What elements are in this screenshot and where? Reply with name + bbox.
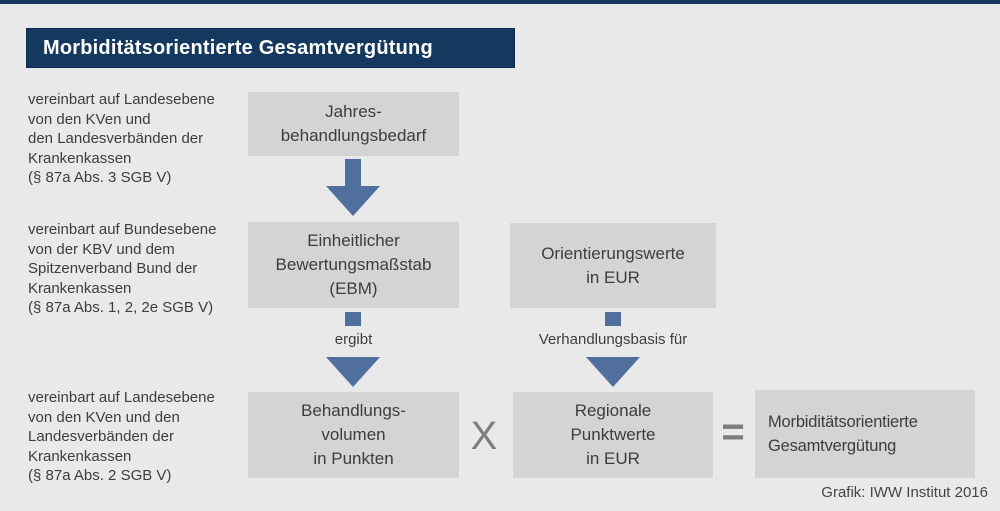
source-credit: Grafik: IWW Institut 2016 [821,484,988,501]
arrow-stub-icon [605,312,621,326]
equals-operator: = [721,410,745,454]
annotation-bundesebene-sgb1: vereinbart auf Bundesebene von der KBV u… [28,221,217,316]
page-title: Morbiditätsorientierte Gesamtvergütung [26,28,515,68]
arrow-head [326,357,380,387]
arrow-label-verhandlungsbasis: Verhandlungsbasis für [538,331,688,348]
arrow-down-icon [586,357,640,387]
annotation-landesebene-sgb3: vereinbart auf Landesebene von den KVen … [28,91,215,186]
arrow-head [586,357,640,387]
arrow-shaft [345,159,361,186]
multiplication-operator: X [470,414,498,458]
box-jahresbehandlungsbedarf: Jahres- behandlungsbedarf [248,92,459,156]
arrow-head [326,186,380,216]
box-regionale-punktwerte: Regionale Punktwerte in EUR [513,392,713,478]
arrow-down-icon [326,159,380,216]
arrow-label-ergibt: ergibt [334,331,373,348]
box-ebm: Einheitlicher Bewertungsmaßstab (EBM) [248,222,459,308]
annotation-landesebene-sgb2: vereinbart auf Landesebene von den KVen … [28,389,215,484]
box-orientierungswerte: Orientierungswerte in EUR [510,223,716,308]
top-border-strip [0,0,1000,4]
arrow-stub-icon [345,312,361,326]
arrow-down-icon [326,357,380,387]
box-behandlungsvolumen: Behandlungs- volumen in Punkten [248,392,459,478]
box-morbiditaetsorientierte-gesamtverguetung: Morbiditätsorientierte Gesamtvergütung [755,390,975,478]
